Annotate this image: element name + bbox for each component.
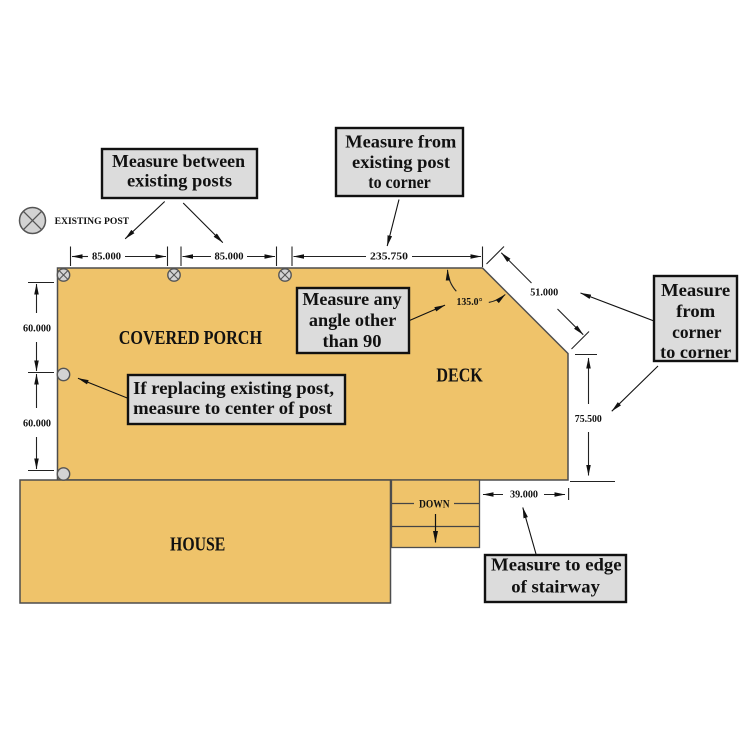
svg-text:existing posts: existing posts [127, 171, 232, 191]
svg-text:HOUSE: HOUSE [170, 533, 225, 555]
svg-text:85.000: 85.000 [92, 250, 121, 262]
svg-text:EXISTING POST: EXISTING POST [55, 217, 130, 227]
svg-text:corner: corner [672, 322, 722, 342]
svg-text:135.0°: 135.0° [457, 296, 483, 308]
svg-text:Measure between: Measure between [112, 151, 245, 171]
svg-text:60.000: 60.000 [23, 322, 51, 334]
svg-text:Measure any: Measure any [302, 289, 402, 309]
svg-text:measure to center of post: measure to center of post [133, 398, 332, 418]
svg-text:existing post: existing post [352, 152, 450, 172]
svg-text:60.000: 60.000 [23, 417, 51, 429]
svg-text:235.750: 235.750 [370, 250, 409, 262]
svg-text:51.000: 51.000 [530, 287, 558, 299]
svg-text:angle other: angle other [309, 310, 397, 330]
svg-text:85.000: 85.000 [215, 250, 244, 262]
svg-text:COVERED PORCH: COVERED PORCH [119, 327, 263, 349]
svg-text:Measure: Measure [661, 280, 730, 300]
svg-text:If replacing existing post,: If replacing existing post, [133, 378, 334, 398]
svg-text:from: from [676, 301, 715, 321]
svg-text:Measure from: Measure from [345, 132, 456, 152]
svg-text:than 90: than 90 [323, 331, 382, 351]
svg-text:Measure to edge: Measure to edge [491, 555, 622, 575]
svg-text:to corner: to corner [368, 172, 431, 192]
svg-text:DECK: DECK [436, 365, 483, 387]
svg-text:DOWN: DOWN [419, 498, 450, 510]
svg-text:to corner: to corner [660, 342, 731, 362]
svg-text:75.500: 75.500 [575, 413, 602, 425]
svg-text:39.000: 39.000 [510, 488, 538, 500]
svg-text:of stairway: of stairway [511, 576, 600, 596]
